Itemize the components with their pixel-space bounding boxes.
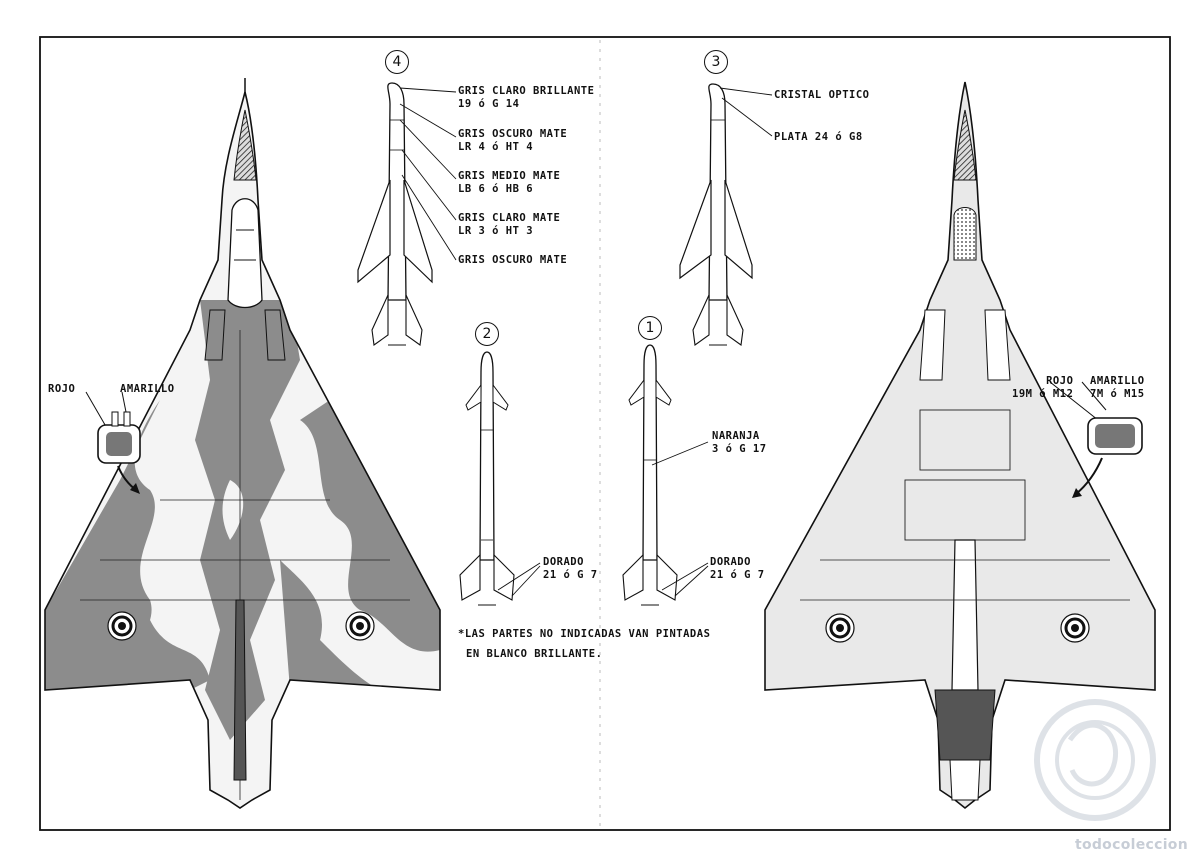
- missile-1-number: 1: [638, 316, 662, 340]
- left-rojo-label: ROJO: [48, 383, 76, 395]
- painting-note-line1: *LAS PARTES NO INDICADAS VAN PINTADAS: [458, 628, 711, 640]
- right-amarillo: AMARILLO 7M ó M15: [1090, 375, 1145, 401]
- left-amarillo-label: AMARILLO: [120, 383, 175, 395]
- m4-gris-claro-brillante-label: GRIS CLARO BRILLANTE: [458, 85, 595, 97]
- m4-gris-medio-mate-label: GRIS MEDIO MATE: [458, 170, 561, 182]
- m4-gris-oscuro-mate-label: GRIS OSCURO MATE: [458, 128, 568, 140]
- m3-plata: PLATA 24 ó G8: [774, 131, 863, 143]
- right-rojo-label: ROJO: [1046, 375, 1074, 387]
- missile-1: [622, 344, 709, 606]
- right-rojo-code: 19M ó M12: [1012, 388, 1074, 400]
- roundel-underside-right: [1060, 613, 1090, 643]
- left-decal-detail: [85, 391, 141, 494]
- m1-dorado: DORADO 21 ó G 7: [710, 556, 765, 582]
- sheet-border: [39, 36, 1171, 831]
- missile-3: [679, 83, 773, 346]
- painting-note-line2: EN BLANCO BRILLANTE.: [466, 648, 603, 660]
- missile-3-number: 3: [704, 50, 728, 74]
- painting-note: *LAS PARTES NO INDICADAS VAN PINTADAS EN…: [458, 624, 710, 664]
- m1-naranja-code: 3 ó G 17: [712, 443, 767, 455]
- m4-gris-oscuro-mate-code: LR 4 ó HT 4: [458, 141, 534, 153]
- roundel-right: [345, 611, 375, 641]
- watermark-text: todocoleccion: [1074, 837, 1188, 853]
- m1-naranja-label: NARANJA: [712, 430, 760, 442]
- missile-2: [459, 351, 541, 606]
- right-amarillo-label: AMARILLO: [1090, 375, 1145, 387]
- m4-gris-claro-brillante: GRIS CLARO BRILLANTE 19 ó G 14: [458, 85, 594, 111]
- right-decal-detail: [1049, 381, 1143, 498]
- m4-gris-claro-mate: GRIS CLARO MATE LR 3 ó HT 3: [458, 212, 560, 238]
- missile-2-number: 2: [475, 322, 499, 346]
- watermark-emblem: [1034, 699, 1156, 821]
- roundel-left: [107, 611, 137, 641]
- right-rojo: ROJO 19M ó M12: [1012, 375, 1073, 401]
- right-amarillo-code: 7M ó M15: [1090, 388, 1145, 400]
- m4-gris-claro-mate-code: LR 3 ó HT 3: [458, 225, 534, 237]
- roundel-underside-left: [825, 613, 855, 643]
- m4-gris-claro-mate-label: GRIS CLARO MATE: [458, 212, 561, 224]
- m4-gris-medio-mate: GRIS MEDIO MATE LB 6 ó HB 6: [458, 170, 560, 196]
- missile-4-number: 4: [385, 50, 409, 74]
- m1-dorado-label: DORADO: [710, 556, 751, 568]
- missile-4: [357, 82, 457, 346]
- m4-gris-oscuro-mate-2: GRIS OSCURO MATE: [458, 254, 568, 266]
- right-plane-underside-view: [764, 81, 1156, 810]
- m4-gris-oscuro-mate: GRIS OSCURO MATE LR 4 ó HT 4: [458, 128, 567, 154]
- m3-cristal-optico: CRISTAL OPTICO: [774, 89, 870, 101]
- m4-gris-claro-brillante-code: 19 ó G 14: [458, 98, 520, 110]
- m4-gris-medio-mate-code: LB 6 ó HB 6: [458, 183, 534, 195]
- m1-dorado-code: 21 ó G 7: [710, 569, 765, 581]
- m2-dorado-code: 21 ó G 7: [543, 569, 598, 581]
- m2-dorado: DORADO 21 ó G 7: [543, 556, 598, 582]
- m2-dorado-label: DORADO: [543, 556, 584, 568]
- m1-naranja: NARANJA 3 ó G 17: [712, 430, 767, 456]
